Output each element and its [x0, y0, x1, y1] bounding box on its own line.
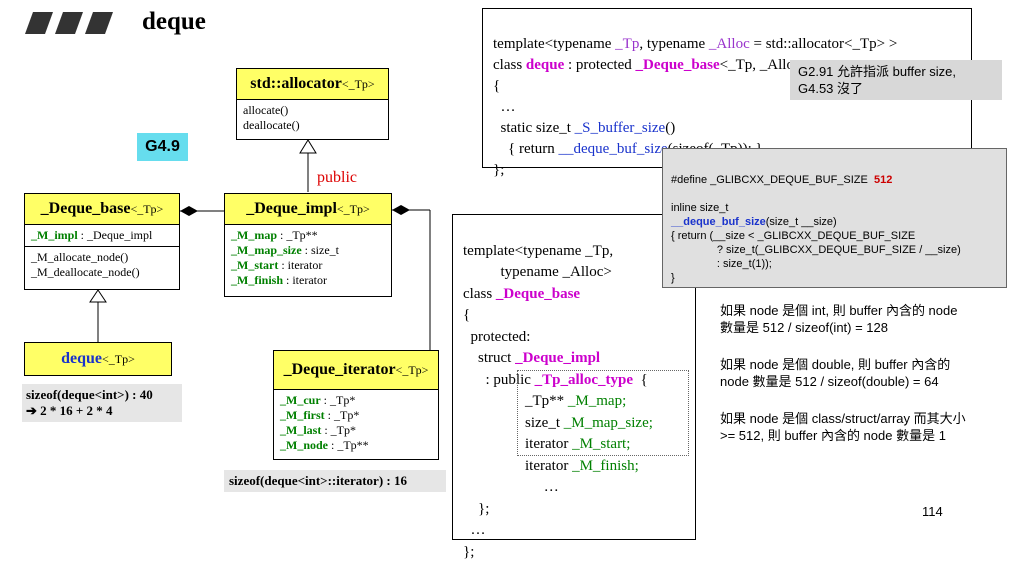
deque-base-methods: _M_allocate_node() _M_deallocate_node() — [31, 250, 140, 279]
impl-fields-frame — [517, 370, 689, 456]
page-title: deque — [142, 8, 206, 35]
allocator-class-box: std::allocator<_Tp> allocate() deallocat… — [236, 68, 389, 140]
deque-base-header: _Deque_base<_Tp> — [25, 194, 179, 225]
buffer-size-define-block: #define _GLIBCXX_DEQUE_BUF_SIZE 512 inli… — [662, 148, 1007, 288]
deque-base-fields: _M_impl : _Deque_impl — [25, 225, 179, 247]
sizeof-iterator-note: sizeof(deque<int>::iterator) : 16 — [224, 470, 446, 492]
deque-iterator-fields: _M_cur : _Tp* _M_first : _Tp* _M_last : … — [280, 393, 369, 452]
deque-class-box: deque<_Tp> — [24, 342, 172, 376]
deque-class-header: deque<_Tp> — [25, 343, 171, 375]
deque-impl-header: _Deque_impl<_Tp> — [225, 194, 391, 225]
version-tag: G4.9 — [137, 133, 188, 161]
sizeof-deque-note: sizeof(deque<int>) : 40 ➔ 2 * 16 + 2 * 4 — [22, 384, 182, 422]
note-large-object: 如果 node 是個 class/struct/array 而其大小 >= 51… — [720, 411, 966, 443]
deque-iterator-class-box: _Deque_iterator<_Tp> _M_cur : _Tp* _M_fi… — [273, 350, 439, 460]
deque-impl-fields: _M_map : _Tp** _M_map_size : size_t _M_s… — [231, 228, 339, 287]
deque-impl-class-box: _Deque_impl<_Tp> _M_map : _Tp** _M_map_s… — [224, 193, 392, 297]
public-inheritance-label: public — [317, 169, 357, 186]
page-number: 114 — [922, 504, 943, 519]
uml-connectors — [89, 139, 431, 362]
version-note: G2.91 允許指派 buffer size, G4.53 沒了 — [790, 60, 1002, 100]
allocator-class-header: std::allocator<_Tp> — [237, 69, 388, 100]
allocator-methods: allocate() deallocate() — [243, 103, 300, 132]
deque-base-class-box: _Deque_base<_Tp> _M_impl : _Deque_impl _… — [24, 193, 180, 290]
note-double: 如果 node 是個 double, 則 buffer 內含的 node 數量是… — [720, 357, 951, 389]
note-int: 如果 node 是個 int, 則 buffer 內含的 node 數量是 51… — [720, 303, 958, 335]
deque-iterator-header: _Deque_iterator<_Tp> — [274, 351, 438, 390]
title-decoration-icon — [25, 12, 113, 34]
deque-base-code: template<typename _Tp, typename _Alloc>c… — [452, 214, 696, 560]
